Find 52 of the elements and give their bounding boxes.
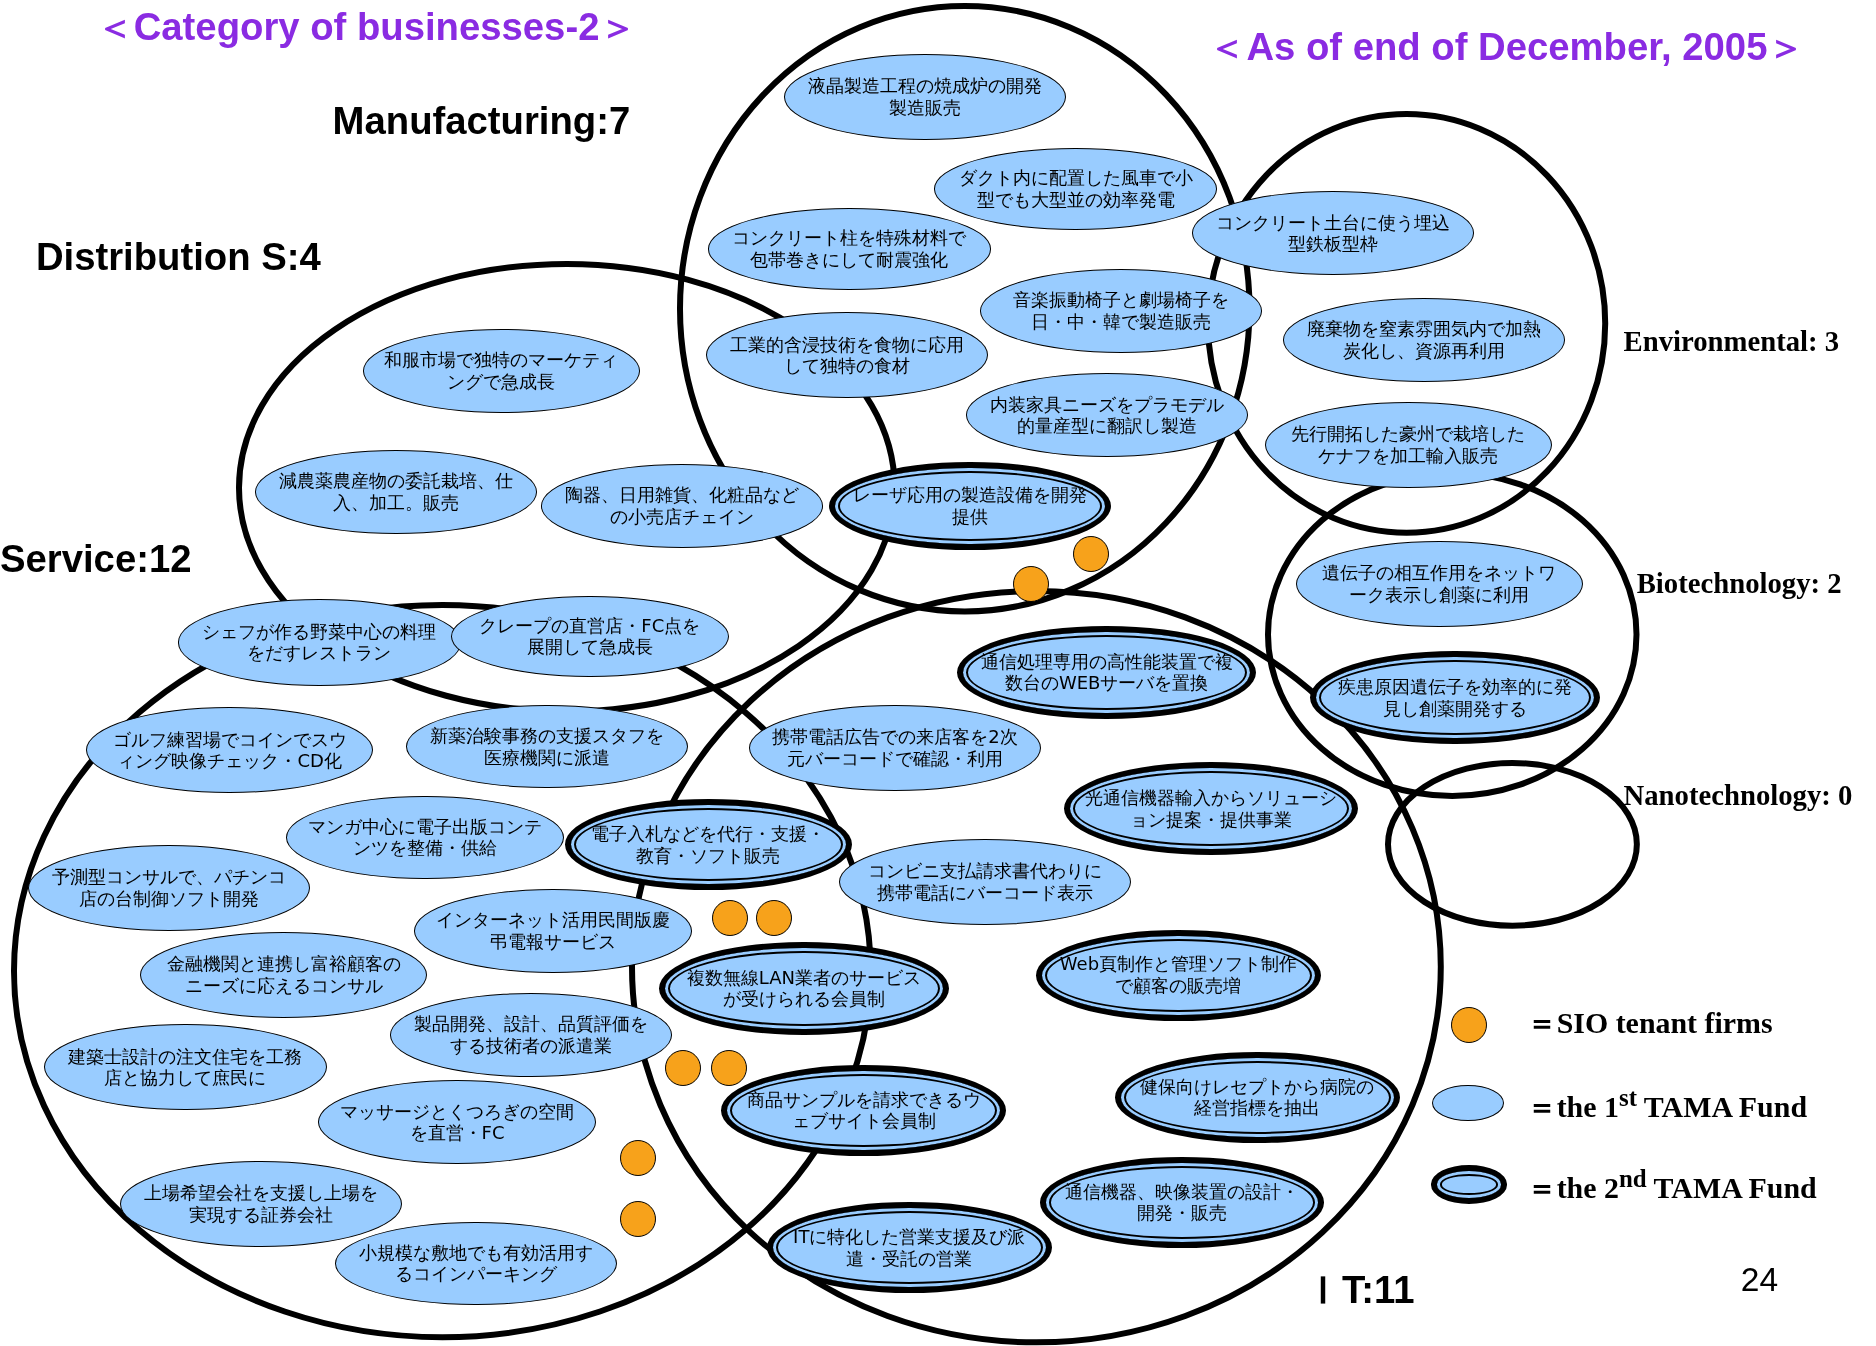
- business-description: 携帯電話広告での来店客を2次元バーコードで確認・利用: [771, 726, 1019, 770]
- business-description: コンビニ支払請求書代わりに携帯電話にバーコード表示: [866, 860, 1103, 904]
- date-note: ＜As of end of December, 2005＞: [1208, 23, 1806, 70]
- business-description: 複数無線LAN業者のサービスが受けられる会員制: [685, 966, 923, 1010]
- business-description: 陶器、日用雑貨、化粧品などの小売店チェイン: [563, 484, 800, 528]
- business-description: コンクリート土台に使う埋込型鉄板型枠: [1214, 211, 1451, 255]
- business-description: クレープの直営店・FC点を展開して急成長: [478, 614, 702, 659]
- business-description: 金融機関と連携し富裕顧客のニーズに応えるコンサル: [165, 953, 402, 997]
- title: ＜Category of businesses-2＞: [95, 4, 638, 51]
- business-description: 疾患原因遺伝子を効率的に発見し創薬開発する: [1336, 675, 1573, 720]
- legend-text: ＝SIO tenant firms: [1526, 1005, 1773, 1041]
- business-description: インターネット活用民間版慶弔電報サービス: [434, 909, 671, 953]
- business-description: 廃棄物を窒素雰囲気内で加熱炭化し、資源再利用: [1305, 318, 1542, 362]
- business-description: 減農薬農産物の委託栽培、仕入、加工。販売: [278, 470, 514, 514]
- category-label: Environmental: 3: [1623, 326, 1840, 358]
- business-description: 和服市場で独特のマーケティングで急成長: [383, 349, 620, 393]
- business-description: レーザ応用の製造設備を開発提供: [852, 484, 1089, 528]
- business-description: 音楽振動椅子と劇場椅子を日・中・韓で製造販売: [1012, 289, 1231, 333]
- page-number: 24: [1740, 1261, 1779, 1300]
- business-description: 内装家具ニーズをプラモデル的量産型に翻訳し製造: [988, 393, 1225, 437]
- category-label: Biotechnology: 2: [1636, 568, 1842, 600]
- business-description: Web頁制作と管理ソフト制作で顧客の販売増: [1058, 953, 1299, 997]
- business-description: 新薬治験事務の支援スタフを医療機関に派遣: [428, 724, 665, 769]
- category-label: Nanotechnology: 0: [1623, 779, 1853, 812]
- business-description: 遺伝子の相互作用をネットワーク表示し創薬に利用: [1321, 562, 1558, 606]
- business-description: ダクト内に配置した風車で小型でも大型並の効率発電: [957, 167, 1194, 211]
- category-label: Service:12: [0, 537, 192, 580]
- category-label: Distribution S:4: [35, 236, 321, 279]
- business-description: コンクリート柱を特殊材料で包帯巻きにして耐震強化: [731, 227, 968, 271]
- business-description: 液晶製造工程の焼成炉の開発製造販売: [806, 75, 1043, 119]
- business-description: ITに特化した営業支援及び派遣・受託の営業: [792, 1226, 1027, 1270]
- business-description: 上場希望会社を支援し上場を実現する証券会社: [142, 1182, 379, 1226]
- business-description: ゴルフ練習場でコインでスウィング映像チェック・CD化: [111, 728, 348, 772]
- business-description: 工業的含浸技術を食物に応用して独特の食材: [729, 333, 966, 377]
- business-description: 通信処理専用の高性能装置で複数台のWEBサーバを置換: [979, 650, 1234, 694]
- business-description: シェフが作る野菜中心の料理をだすレストラン: [201, 620, 438, 665]
- category-label: ＩT:11: [1304, 1268, 1415, 1311]
- business-description: 通信機器、映像装置の設計・開発・販売: [1064, 1180, 1301, 1224]
- business-description: 健保向けレセプトから病院の経営指標を抽出: [1139, 1075, 1376, 1119]
- business-description: 建築士設計の注文住宅を工務店と協力して庶民に: [67, 1045, 304, 1089]
- business-description: 光通信機器輸入からソリューション提案・提供事業: [1083, 787, 1338, 831]
- business-description: 電子入札などを代行・支援・教育・ソフト販売: [590, 823, 827, 867]
- business-description: 製品開発、設計、品質評価をする技術者の派遣業: [413, 1013, 650, 1057]
- category-label: Manufacturing:7: [332, 99, 631, 142]
- business-description: 予測型コンサルで、パチンコ店の台制御ソフト開発: [50, 866, 287, 910]
- business-description: 商品サンプルを請求できるウェブサイト会員制: [745, 1088, 982, 1132]
- business-description: 小規模な敷地でも有効活用するコインパーキング: [358, 1241, 595, 1285]
- legend-text: ＝the 1$^{st}$ TAMA Fund: [1526, 1082, 1807, 1125]
- legend-text: ＝the 2$^{nd}$ TAMA Fund: [1526, 1164, 1817, 1206]
- business-description: マンガ中心に電子出版コンテンツを整備・供給: [306, 815, 543, 860]
- business-description: 先行開拓した豪州で栽培したケナフを加工輸入販売: [1290, 423, 1527, 467]
- business-description: マッサージとくつろぎの空間を直営・FC: [339, 1100, 576, 1144]
